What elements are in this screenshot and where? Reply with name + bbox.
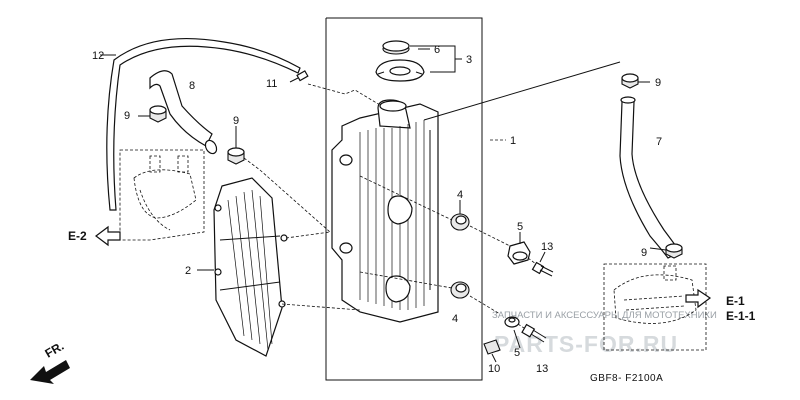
callout-4: 4 xyxy=(452,313,458,325)
ref-e2: E-2 xyxy=(68,229,87,243)
cylinder-head-inset-right xyxy=(603,263,707,351)
callout-9: 9 xyxy=(655,77,661,89)
callout-13: 13 xyxy=(541,241,553,253)
callout-9: 9 xyxy=(233,115,239,127)
radiator-cap-seal xyxy=(382,40,410,55)
callout-13: 13 xyxy=(536,363,548,375)
arrow-e2 xyxy=(95,225,121,247)
radiator-group-frame xyxy=(325,17,483,381)
callout-5: 5 xyxy=(514,347,520,359)
lower-hose xyxy=(619,96,681,259)
callout-2: 2 xyxy=(185,265,191,277)
bolt-lower xyxy=(521,323,547,343)
callout-7: 7 xyxy=(656,136,662,148)
radiator xyxy=(331,99,439,323)
arrow-e1 xyxy=(685,288,712,309)
callout-1: 1 xyxy=(510,135,516,147)
arrow-front xyxy=(30,360,70,384)
callout-12: 12 xyxy=(92,50,104,62)
ref-e1-1: E-1-1 xyxy=(726,309,756,323)
upper-hose xyxy=(149,70,218,155)
collar-upper xyxy=(507,241,531,265)
callout-9: 9 xyxy=(124,110,130,122)
diagram-code: GBF8- F2100A xyxy=(590,373,663,384)
callout-4: 4 xyxy=(457,189,463,201)
hose-clamp-upper-left xyxy=(149,105,167,123)
watermark-logo: PARTS-FOR.RU xyxy=(494,331,678,357)
hose-clamp-middle xyxy=(227,147,245,165)
watermark-text: ЗАПЧАСТИ И АКСЕССУАРЫ ДЛЯ МОТОТЕХНИКИ xyxy=(492,310,717,321)
radiator-cap xyxy=(375,59,425,82)
radiator-shroud xyxy=(213,177,288,357)
callout-8: 8 xyxy=(189,80,195,92)
callout-10: 10 xyxy=(488,363,500,375)
grommet-upper xyxy=(450,213,470,231)
callout-9: 9 xyxy=(641,247,647,259)
callout-5: 5 xyxy=(517,221,523,233)
cylinder-head-inset-left xyxy=(119,149,205,241)
hose-clamp-upper-right xyxy=(621,73,639,89)
ref-e1: E-1 xyxy=(726,294,745,308)
callout-11: 11 xyxy=(266,78,277,90)
grommet-lower xyxy=(450,281,470,299)
hose-clamp-lower-right xyxy=(665,243,683,259)
bolt-part-11 xyxy=(296,70,309,82)
front-label: FR. xyxy=(43,339,67,361)
bolt-upper xyxy=(531,261,554,277)
callout-3: 3 xyxy=(466,54,472,66)
clip-part-10 xyxy=(483,339,501,355)
collar-lower xyxy=(504,316,520,328)
breather-tube xyxy=(106,37,301,211)
callout-6: 6 xyxy=(434,44,440,56)
